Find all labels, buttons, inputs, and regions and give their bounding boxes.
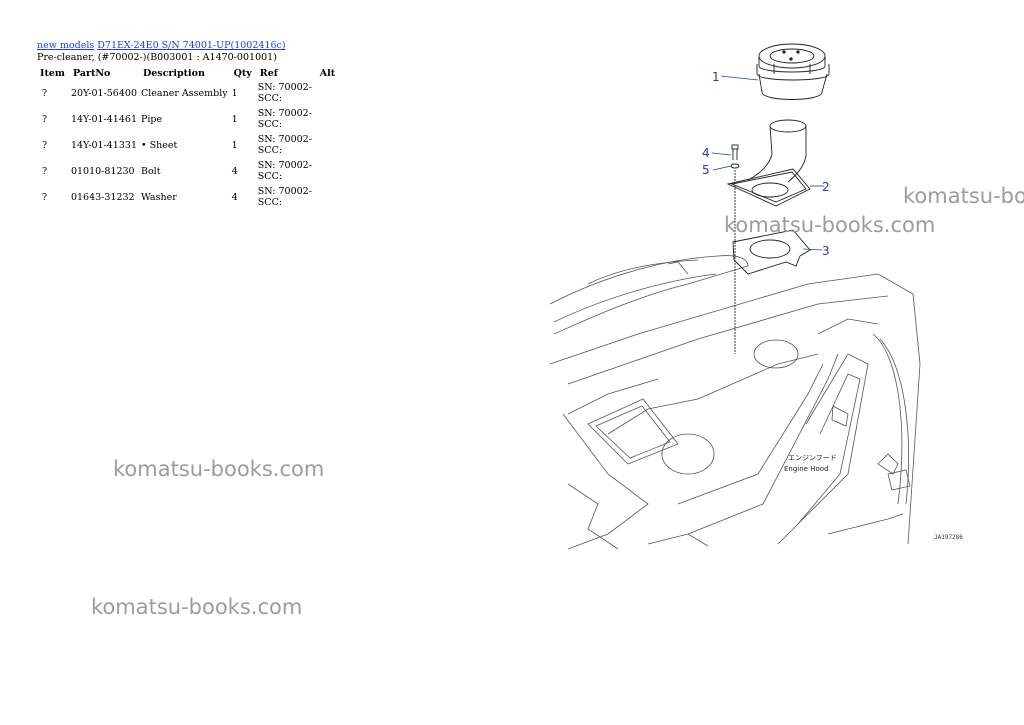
cell-item: ? [42,87,48,99]
callout-2: 2 [822,180,830,194]
cell-ref: SN: 70002-SCC: [256,132,316,158]
cell-ref: SN: 70002-SCC: [256,158,316,184]
cell-alt [316,184,339,210]
cell-description: Pipe [140,113,163,125]
table-row: ? 14Y-01-41461 Pipe 1 SN: 70002-SCC: [36,106,339,132]
parts-diagram: 1 2 3 4 5 エンジンフード Engine Hood [549,43,921,550]
cell-description: Cleaner Assembly [140,87,228,99]
cell-item: ? [42,165,48,177]
cell-qty: 1 [231,139,238,151]
ref-sn: SN: 70002- [257,82,312,93]
cell-item: ? [42,191,48,203]
ref-scc: SCC: [257,197,283,208]
callout-3: 3 [822,244,830,258]
cell-description: Washer [140,191,177,203]
callout-4: 4 [702,146,710,160]
callout-5: 5 [702,163,710,177]
cell-item: ? [42,139,48,151]
model-link[interactable]: D71EX-24E0 S/N 74001-UP(1002416c) [97,40,286,51]
label-engine-hood-jp: エンジンフード [788,454,837,462]
col-alt: Alt [319,67,336,79]
label-engine-hood: Engine Hood [784,465,829,473]
cell-partno: 14Y-01-41331 [70,139,137,151]
ref-scc: SCC: [257,145,283,156]
table-row: ? 01010-81230 Bolt 4 SN: 70002-SCC: [36,158,339,184]
cell-partno: 01643-31232 [70,191,135,203]
cell-qty: 1 [231,87,238,99]
col-qty: Qty [233,67,252,79]
cell-partno: 14Y-01-41461 [70,113,137,125]
cell-partno: 01010-81230 [70,165,135,177]
drawing-code: JA197286 [934,534,963,541]
ref-sn: SN: 70002- [257,186,312,197]
table-header-row: Item PartNo Description Qty Ref Alt [36,66,339,80]
col-ref: Ref [259,67,278,79]
ref-scc: SCC: [257,171,283,182]
cell-qty: 4 [231,165,238,177]
cell-description: Bolt [140,165,161,177]
ref-scc: SCC: [257,93,283,104]
cell-qty: 1 [231,113,238,125]
table-row: ? 14Y-01-41331 • Sheet 1 SN: 70002-SCC: [36,132,339,158]
cell-alt [316,158,339,184]
section-subtitle: Pre-cleaner, (#70002-)(B003001 : A1470-0… [37,52,277,63]
table-row: ? 20Y-01-56400 Cleaner Assembly 1 SN: 70… [36,80,339,106]
cell-description: • Sheet [140,139,178,151]
callout-1: 1 [712,70,720,84]
ref-sn: SN: 70002- [257,108,312,119]
watermark: komatsu-books.com [724,213,936,237]
cell-ref: SN: 70002-SCC: [256,80,316,106]
parts-table: Item PartNo Description Qty Ref Alt ? 20… [36,66,339,210]
col-item: Item [40,67,65,79]
cell-item: ? [42,113,48,125]
table-row: ? 01643-31232 Washer 4 SN: 70002-SCC: [36,184,339,210]
watermark: komatsu-books.com [113,457,325,481]
cell-qty: 4 [231,191,238,203]
new-models-link[interactable]: new models [37,40,95,51]
watermark: komatsu-bo [903,184,1024,208]
page-header: new models D71EX-24E0 S/N 74001-UP(10024… [37,40,286,64]
cell-ref: SN: 70002-SCC: [256,184,316,210]
col-partno: PartNo [72,67,111,79]
ref-sn: SN: 70002- [257,134,312,145]
col-description: Description [142,67,205,79]
ref-sn: SN: 70002- [257,160,312,171]
cell-alt [316,80,339,106]
cell-alt [316,106,339,132]
cell-alt [316,132,339,158]
watermark: komatsu-books.com [91,595,303,619]
cell-ref: SN: 70002-SCC: [256,106,316,132]
cell-partno: 20Y-01-56400 [70,87,137,99]
ref-scc: SCC: [257,119,283,130]
